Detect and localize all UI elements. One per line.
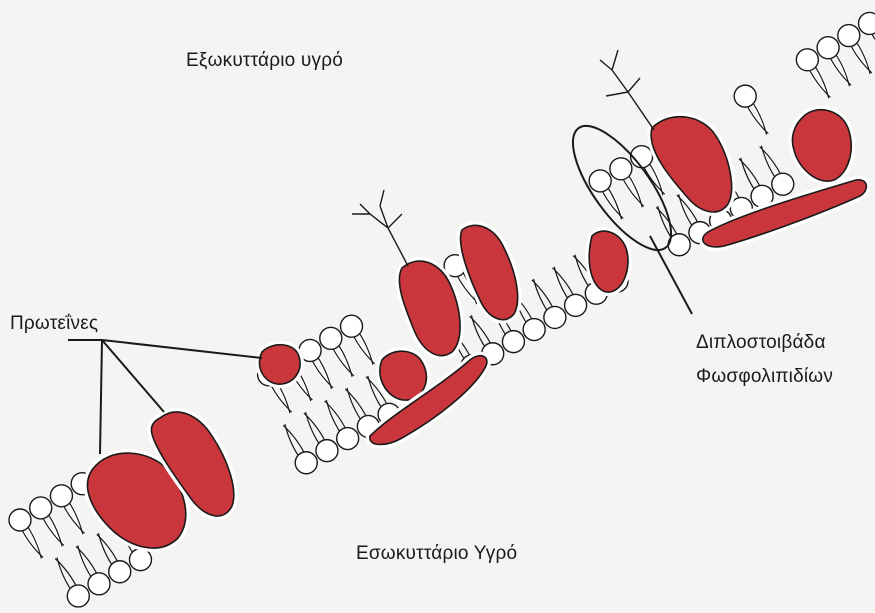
lipid-head [316, 440, 338, 462]
lipid-head [50, 485, 72, 507]
lipid-head [341, 315, 363, 337]
proteins-label: Πρωτεΐνες [10, 313, 98, 335]
bilayer-label-line2: Φωσφολιπιδίων [696, 360, 833, 394]
bilayer-label: Διπλοστοιβάδα Φωσφολιπιδίων [696, 326, 833, 394]
lipid-head [88, 573, 110, 595]
carbohydrate-chain [352, 190, 408, 266]
lipid-head [67, 585, 89, 607]
lipid-head [109, 561, 131, 583]
lipid-head [337, 428, 359, 450]
lipid-head [129, 549, 151, 571]
lipid-head [772, 173, 794, 195]
lipid-head [320, 327, 342, 349]
lipid-head [523, 319, 545, 341]
carbohydrate-chain [600, 50, 654, 130]
lipid-head [295, 452, 317, 474]
protein-outline [651, 117, 731, 212]
protein-outline [461, 225, 518, 319]
protein-outline [259, 345, 300, 384]
extracellular-label: Εξωκυττάριο υγρό [186, 50, 343, 72]
protein-outline [589, 231, 628, 292]
lipid-head [544, 306, 566, 328]
lipid-head [565, 294, 587, 316]
lipid-head [502, 331, 524, 353]
lipid-head [589, 170, 611, 192]
lipid-head [610, 158, 632, 180]
lipid-head [9, 509, 31, 531]
lipid-head [734, 85, 756, 107]
lipid-head [859, 12, 875, 34]
bilayer-label-line1: Διπλοστοιβάδα [696, 326, 833, 360]
intracellular-label: Εσωκυττάριο Υγρό [356, 543, 517, 565]
lipid-head [30, 497, 52, 519]
lipid-head [838, 25, 860, 47]
lipid-head [817, 37, 839, 59]
lipid-head [796, 49, 818, 71]
